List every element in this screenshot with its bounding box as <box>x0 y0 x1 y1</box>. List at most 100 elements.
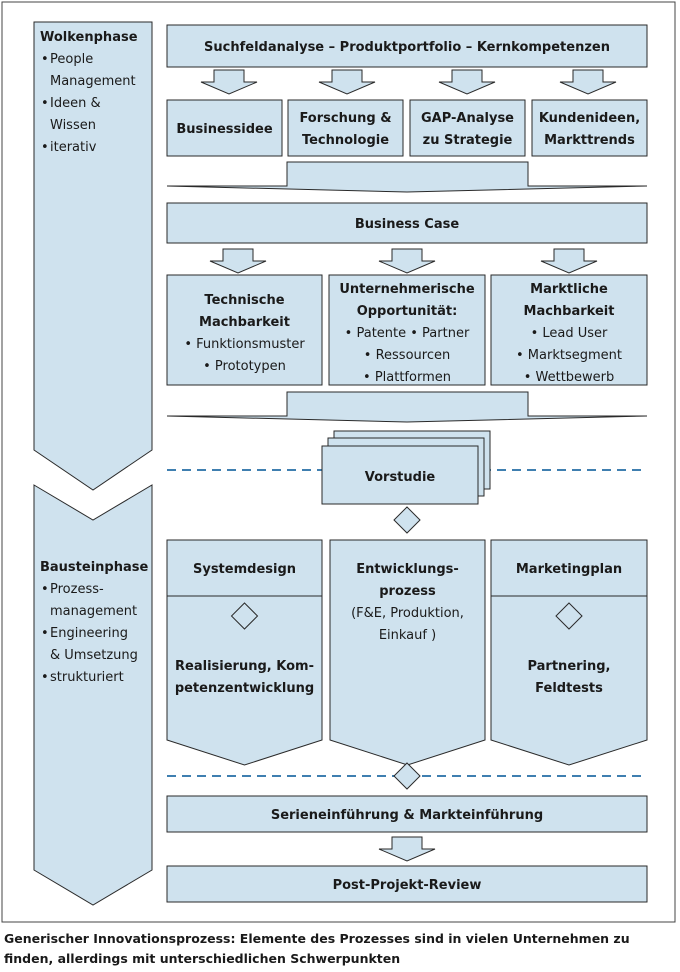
label-line: Markttrends <box>544 133 635 148</box>
arrow-to-gap <box>438 69 496 95</box>
label-line: Businessidee <box>176 122 272 137</box>
label-title-line: Machbarkeit <box>199 315 290 330</box>
vorstudie-box <box>321 445 479 505</box>
marketingplan-label: Marketingplan <box>516 562 622 577</box>
arrow-to-marktliche <box>540 248 598 274</box>
label-title-line: Opportunität: <box>357 304 458 319</box>
label-item-line: • Ressourcen <box>364 348 450 363</box>
label-line: Business Case <box>355 217 459 232</box>
arrow-to-forschung <box>318 69 376 95</box>
suchfeldanalyse-box <box>166 24 648 68</box>
phase-item: management <box>50 604 137 619</box>
phase-item: Management <box>50 74 136 89</box>
arrow-to-kundenideen <box>559 69 617 95</box>
label-title-line: Marktliche <box>530 282 608 297</box>
arrow-to-post-review <box>378 836 436 862</box>
diagram-frame <box>1 1 676 923</box>
label-item-line: (F&E, Produktion, <box>351 606 464 621</box>
phase-item: strukturiert <box>50 670 124 685</box>
technische-machbarkeit-box <box>166 274 323 386</box>
phase-bullet: • <box>41 670 49 685</box>
serieneinfuehrung-label: Serieneinführung & Markteinführung <box>271 808 543 823</box>
phase-bullet: • <box>41 582 49 597</box>
milestone-diamond-serien <box>393 762 421 790</box>
label-line: Kundenideen, <box>539 111 640 126</box>
phase-item: iterativ <box>50 140 97 155</box>
merge-arrow-middle <box>166 391 648 423</box>
phase-item: Wissen <box>50 118 96 133</box>
label-item-line: • Patente • Partner <box>345 326 470 341</box>
label-line: Serieneinführung & Markteinführung <box>271 808 543 823</box>
milestone-diamond-systemdesign <box>230 602 259 630</box>
forschung-box <box>287 99 404 157</box>
label-item-line: • Marktsegment <box>516 348 622 363</box>
post-projekt-review-box <box>166 865 648 903</box>
label-title-line: Unternehmerische <box>339 282 475 297</box>
wolkenphase-arrow <box>33 21 153 491</box>
label-line: Forschung & <box>299 111 391 126</box>
gap-analyse-box <box>409 99 526 157</box>
post-projekt-review-label: Post-Projekt-Review <box>333 878 482 893</box>
label-title-line: prozess <box>379 584 436 599</box>
phase-bullet: • <box>41 52 49 67</box>
label-line: petenzentwicklung <box>175 681 314 696</box>
partnering-label: Partnering, Feldtests <box>527 659 610 696</box>
label-line: Marketingplan <box>516 562 622 577</box>
phase-bullet: • <box>41 626 49 641</box>
label-line: Systemdesign <box>193 562 296 577</box>
gap-analyse-label: GAP-Analyse zu Strategie <box>421 111 514 148</box>
entwicklungsprozess-label: Entwicklungs-prozess (F&E, Produktion, Ein… <box>351 562 464 643</box>
label-line: Vorstudie <box>365 470 436 485</box>
entwicklungsprozess-column <box>329 539 486 766</box>
businessidee-box <box>166 99 283 157</box>
label-line: Suchfeldanalyse – Produktportfolio – Ker… <box>204 40 610 55</box>
arrow-to-technische <box>209 248 267 274</box>
label-item-line: Einkauf ) <box>379 628 436 643</box>
phase-item: & Umsetzung <box>50 648 138 663</box>
vorstudie-label: Vorstudie <box>365 470 436 485</box>
label-title-line: Machbarkeit <box>524 304 615 319</box>
milestone-diamond-vorstudie <box>393 506 421 534</box>
label-line: Feldtests <box>535 681 603 696</box>
businessidee-label: Businessidee <box>176 122 272 137</box>
phase-item: People <box>50 52 93 67</box>
label-item-line: • Wettbewerb <box>524 370 615 385</box>
milestone-diamond-marketingplan <box>555 602 583 630</box>
label-title-line: Entwicklungs- <box>356 562 459 577</box>
phase-title: Wolkenphase <box>40 30 138 45</box>
label-item-line: • Prototypen <box>203 359 286 374</box>
label-line: GAP-Analyse <box>421 111 514 126</box>
arrow-to-businessidee <box>200 69 258 95</box>
figure-caption: Generischer Innovationsprozess: Elemente… <box>4 931 630 966</box>
label-line: zu Strategie <box>423 133 513 148</box>
systemdesign-label: Systemdesign <box>193 562 296 577</box>
business-case-box <box>166 202 648 244</box>
unternehmerische-opportunitaet-box <box>328 274 486 386</box>
phase-item: Prozess- <box>50 582 104 597</box>
label-line: Realisierung, Kom- <box>175 659 314 674</box>
label-line: Technologie <box>302 133 389 148</box>
merge-arrow-top <box>166 161 648 193</box>
forschung-label: Forschung & Technologie <box>299 111 391 148</box>
bausteinphase-text: Bausteinphase•Prozess-management•Enginee… <box>40 560 148 685</box>
label-item-line: • Funktionsmuster <box>184 337 305 352</box>
serieneinfuehrung-box <box>166 795 648 833</box>
phase-bullet: • <box>41 96 49 111</box>
label-title-line: Technische <box>204 293 284 308</box>
label-item-line: • Plattformen <box>363 370 451 385</box>
label-line: Partnering, <box>527 659 610 674</box>
phase-bullet: • <box>41 140 49 155</box>
phase-item: Ideen & <box>50 96 101 111</box>
business-case-label: Business Case <box>355 217 459 232</box>
realisierung-label: Realisierung, Kom-petenzentwicklung <box>175 659 314 696</box>
kundenideen-box <box>531 99 648 157</box>
kundenideen-label: Kundenideen, Markttrends <box>539 111 640 148</box>
bausteinphase-arrow <box>33 484 153 906</box>
phase-title: Bausteinphase <box>40 560 148 575</box>
phase-item: Engineering <box>50 626 128 641</box>
marktliche-machbarkeit-box <box>490 274 648 386</box>
